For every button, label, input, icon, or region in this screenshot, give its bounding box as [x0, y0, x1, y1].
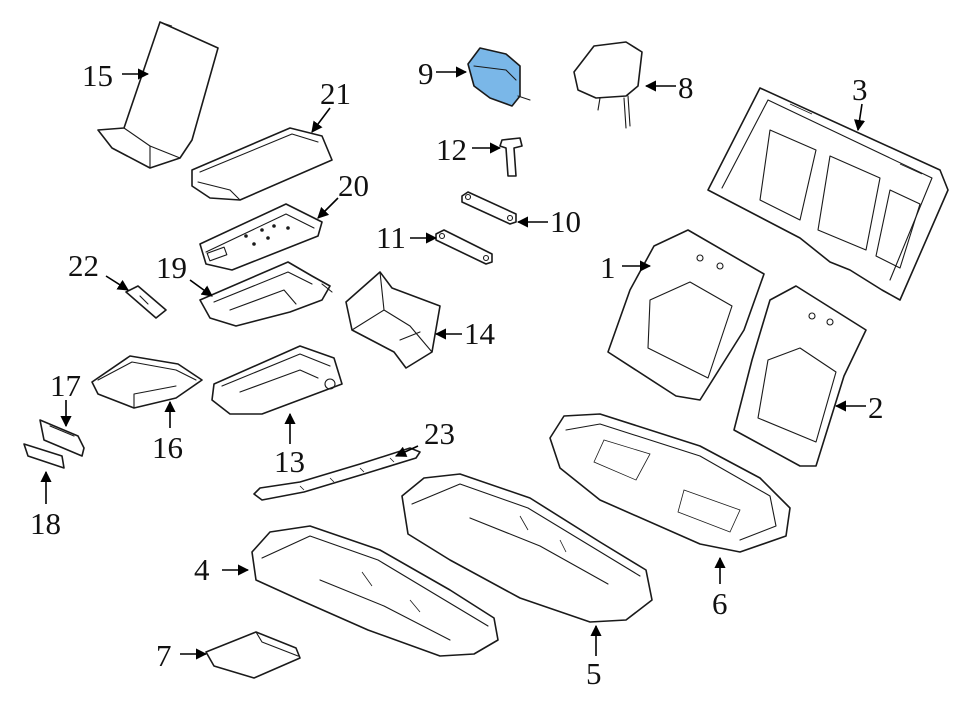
- callout-8: 8: [678, 70, 694, 105]
- leader-22: [105, 275, 129, 291]
- leader-23: [394, 445, 419, 457]
- part-16-armrest-insert[interactable]: [91, 355, 203, 409]
- callout-3: 3: [852, 72, 868, 107]
- part-7-flap[interactable]: [205, 631, 301, 679]
- part-9-headrest-cover[interactable]: [467, 47, 531, 107]
- part-6-cushion-frame[interactable]: [549, 413, 791, 553]
- part-5-seat-cushion[interactable]: [401, 473, 653, 623]
- part-1-backrest-cushion[interactable]: [607, 229, 765, 401]
- callout-5: 5: [586, 656, 602, 691]
- callout-11: 11: [376, 220, 406, 255]
- callout-17: 17: [50, 368, 81, 403]
- callout-4: 4: [194, 552, 210, 587]
- part-4-seat-cushion[interactable]: [251, 525, 499, 657]
- callout-19: 19: [156, 250, 187, 285]
- callout-labels: 15 21 20 19 22 16 17 18 13 14 9 8 12 10 …: [30, 56, 884, 691]
- part-17-clip[interactable]: [39, 419, 85, 457]
- callout-2: 2: [868, 390, 884, 425]
- callout-14: 14: [464, 316, 496, 351]
- part-22-bracket[interactable]: [125, 285, 167, 319]
- callout-15: 15: [82, 58, 113, 93]
- callout-1: 1: [600, 250, 616, 285]
- callout-6: 6: [712, 586, 728, 621]
- callout-20: 20: [338, 168, 369, 203]
- callout-13: 13: [274, 444, 305, 479]
- part-15-trim-panel[interactable]: [97, 21, 219, 169]
- part-11-strap[interactable]: [435, 229, 493, 265]
- callout-21: 21: [320, 76, 351, 111]
- callout-7: 7: [156, 638, 172, 673]
- part-8-headrest[interactable]: [573, 41, 643, 129]
- leader-3: [853, 103, 866, 132]
- callout-23: 23: [424, 416, 455, 451]
- part-13-armrest-housing[interactable]: [211, 345, 343, 415]
- callout-12: 12: [436, 132, 467, 167]
- part-23-wire-strip[interactable]: [253, 447, 421, 501]
- part-2-backrest-cushion[interactable]: [733, 285, 867, 467]
- leader-19: [189, 279, 213, 297]
- part-12-guide[interactable]: [499, 137, 523, 177]
- leader-21: [311, 107, 331, 133]
- callout-9: 9: [418, 56, 434, 91]
- part-18-clip[interactable]: [23, 443, 65, 469]
- leader-20: [317, 197, 339, 219]
- leader-lines: [40, 66, 866, 660]
- part-21-armrest-cover[interactable]: [191, 127, 333, 201]
- part-14-bracket-support[interactable]: [345, 271, 441, 369]
- callout-16: 16: [152, 430, 183, 465]
- part-3-backrest-frame[interactable]: [707, 87, 949, 301]
- part-19-armrest-frame[interactable]: [199, 261, 333, 327]
- part-10-strap[interactable]: [461, 191, 517, 225]
- callout-22: 22: [68, 248, 99, 283]
- callout-10: 10: [550, 204, 581, 239]
- callout-18: 18: [30, 506, 61, 541]
- part-20-armrest-pad[interactable]: [199, 203, 323, 271]
